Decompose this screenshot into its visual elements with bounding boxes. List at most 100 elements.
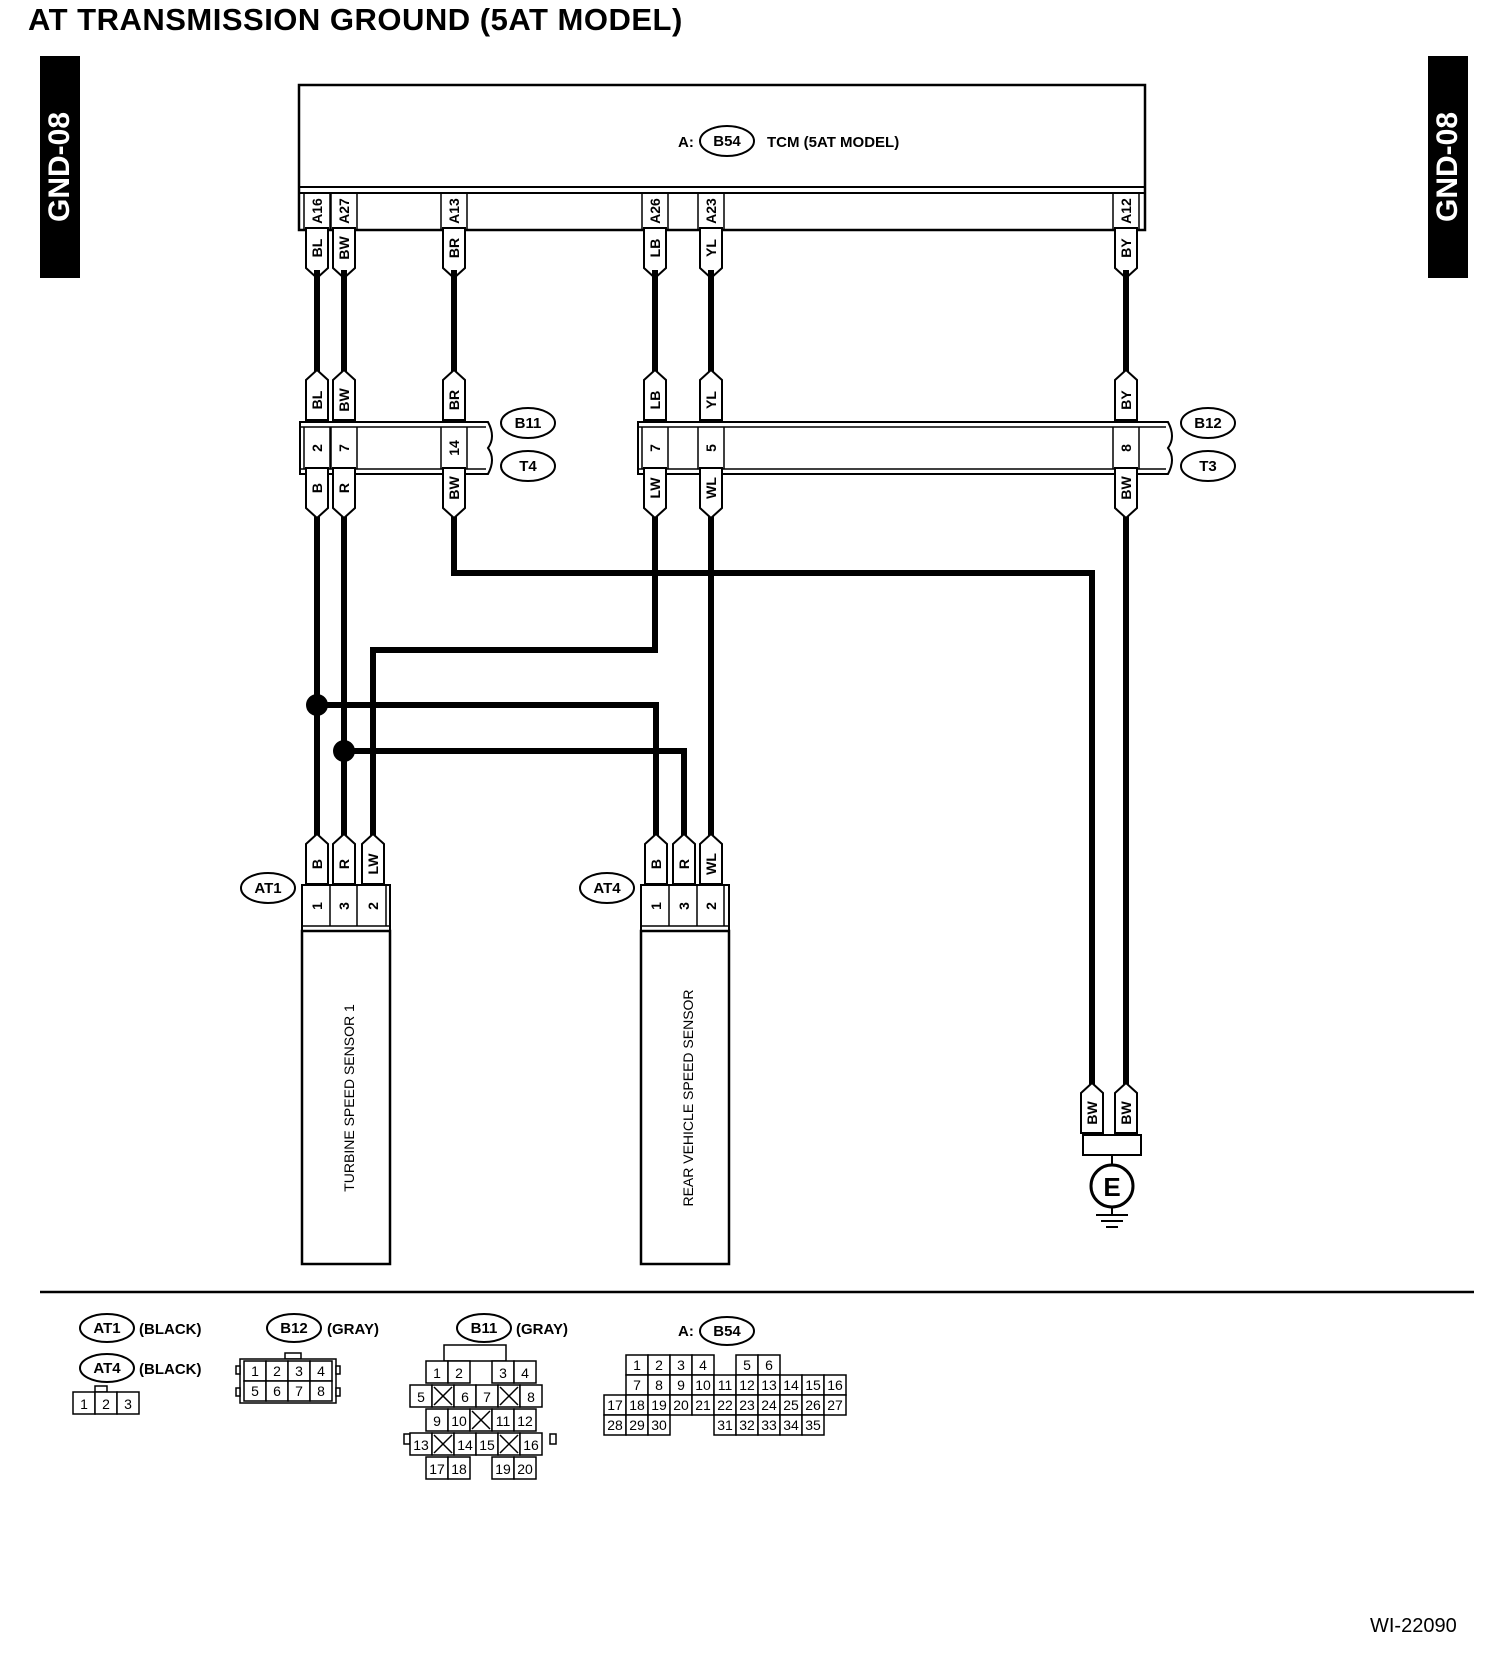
legend-b54: A: B54 xyxy=(678,1316,755,1346)
tcm-pin-a23: A23 xyxy=(703,198,719,224)
joint-right-pin-7: 7 xyxy=(647,444,663,452)
legend-b11-cell xyxy=(513,1360,537,1384)
wire-tag-right-below-lw: LW xyxy=(643,467,667,520)
legend-b11-cell xyxy=(513,1408,537,1432)
wire-tag-at1-lw: LW xyxy=(361,832,385,885)
legend-b11-pin: 1 xyxy=(433,1365,441,1381)
wire-tag-at1-r-text: R xyxy=(336,859,352,869)
legend-b54-pin: 7 xyxy=(633,1377,641,1393)
tcm-connector-oval xyxy=(699,125,755,157)
legend-b54-pin: 4 xyxy=(699,1357,707,1373)
wire-tag-top-br-text: BR xyxy=(446,238,462,258)
wire-tag-at1-b: B xyxy=(305,832,329,885)
wire-tag-left-below-b-text: B xyxy=(309,483,325,493)
wire-tag-at1-b-text: B xyxy=(309,859,325,869)
legend-b54-cell xyxy=(823,1394,847,1416)
legend-b11-pin: 5 xyxy=(417,1389,425,1405)
wire-tag-left-below-bw: BW xyxy=(442,467,466,520)
legend-at-pin: 2 xyxy=(102,1396,110,1412)
wire-tag-ground-2-text: BW xyxy=(1118,1101,1134,1125)
page-tab-right: GND-08 xyxy=(1428,56,1468,278)
page-tab-left: GND-08 xyxy=(40,56,80,278)
wire-tag-top-by-text: BY xyxy=(1118,238,1134,258)
splice-r xyxy=(333,740,355,762)
legend-b11-pin: 13 xyxy=(413,1437,429,1453)
wire-tag-at4-r-text: R xyxy=(676,859,692,869)
sensor-at1-pin-3: 3 xyxy=(336,902,352,910)
wire-tag-at1-r: R xyxy=(332,832,356,885)
legend-b11-pin: 2 xyxy=(455,1365,463,1381)
legend-b11-cell xyxy=(519,1432,543,1456)
wire-tag-ground-2: BW xyxy=(1114,1081,1138,1134)
legend-b11-pin: 9 xyxy=(433,1413,441,1429)
sensor-at4: AT4 REAR VEHICLE SPEED SENSOR xyxy=(579,872,731,1266)
wire-tag-top-lb-text: LB xyxy=(647,239,663,258)
legend-b54-pin: 10 xyxy=(695,1377,711,1393)
legend-b11-pin: 6 xyxy=(461,1389,469,1405)
sensor-at4-name: REAR VEHICLE SPEED SENSOR xyxy=(680,989,696,1206)
diagram-title: AT TRANSMISSION GROUND (5AT MODEL) xyxy=(28,2,683,37)
legend-b54-pin: 32 xyxy=(739,1417,755,1433)
legend-b12-pin: 7 xyxy=(295,1383,303,1399)
sensor-at4-pin-1: 1 xyxy=(648,902,664,910)
legend-b11-pin: 7 xyxy=(483,1389,491,1405)
legend-b11-cell xyxy=(447,1360,471,1384)
wire-tag-at4-b: B xyxy=(644,832,668,885)
wire-bw-ground-1 xyxy=(451,510,1095,1090)
legend-b54-pin: 27 xyxy=(827,1397,843,1413)
wire-tag-left-above-bl-text: BL xyxy=(309,390,325,409)
legend-b54-pin: 28 xyxy=(607,1417,623,1433)
legend-b11-color: (GRAY) xyxy=(516,1321,568,1338)
wire-b-at4 xyxy=(317,702,659,843)
tcm-connector-id: B54 xyxy=(713,133,741,150)
legend-at-pin: 3 xyxy=(124,1396,132,1412)
wire-tag-left-above-bw-text: BW xyxy=(336,388,352,412)
legend-b54-pin: 29 xyxy=(629,1417,645,1433)
wire-tag-right-above-by-text: BY xyxy=(1118,390,1134,410)
wire-tag-left-above-br-text: BR xyxy=(446,390,462,410)
legend-b12-pin: 6 xyxy=(273,1383,281,1399)
legend-b54-pin: 11 xyxy=(718,1377,733,1393)
sensor-at1-name: TURBINE SPEED SENSOR 1 xyxy=(341,1004,357,1192)
legend-b54-pin: 20 xyxy=(673,1397,689,1413)
legend-b11: B11 (GRAY) xyxy=(456,1313,568,1343)
legend-b54-pin: 35 xyxy=(805,1417,821,1433)
wire-tag-right-above-yl: YL xyxy=(699,368,723,421)
sensor-at4-pin-2: 2 xyxy=(703,902,719,910)
wire-tag-right-below-bw: BW xyxy=(1114,467,1138,520)
sensor-at1: AT1 TURBINE SPEED SENSOR 1 xyxy=(240,872,392,1266)
legend-b54-pin: 31 xyxy=(717,1417,733,1433)
wire-tag-at1-lw-text: LW xyxy=(365,853,381,875)
legend-b12-pin: 8 xyxy=(317,1383,325,1399)
legend-b54-pin: 23 xyxy=(739,1397,755,1413)
legend-b54-pin: 30 xyxy=(651,1417,667,1433)
wire-tag-at4-wl: WL xyxy=(699,832,723,885)
legend-b11-pin: 11 xyxy=(496,1413,511,1429)
wire-tag-top-yl: YL xyxy=(699,227,723,280)
wire-tag-at4-b-text: B xyxy=(648,859,664,869)
wire-tag-right-above-lb-text: LB xyxy=(647,391,663,410)
wire-tag-left-below-r: R xyxy=(332,467,356,520)
wire-tag-top-bl-text: BL xyxy=(309,238,325,257)
legend-b11-pin: 10 xyxy=(451,1413,467,1429)
wire-tag-right-below-wl: WL xyxy=(699,467,723,520)
legend-b11-cell xyxy=(519,1384,543,1408)
wire-tag-ground-1: BW xyxy=(1080,1081,1104,1134)
legend-b54-pin: 3 xyxy=(677,1357,685,1373)
tcm-pin-a26: A26 xyxy=(647,198,663,224)
legend-b12: B12 (GRAY) xyxy=(266,1313,379,1343)
legend-b12-cell xyxy=(309,1380,333,1402)
tcm-box: A: B54 TCM (5AT MODEL) xyxy=(297,83,1147,232)
legend-at-connectors: AT1 (BLACK) AT4 (BLACK) xyxy=(79,1313,201,1383)
sensor-at1-pin-1: 1 xyxy=(309,902,325,910)
legend-b12-pin: 3 xyxy=(295,1363,303,1379)
legend-b54-pin: 34 xyxy=(783,1417,799,1433)
wire-tag-right-below-lw-text: LW xyxy=(647,477,663,499)
ground-symbol: E xyxy=(1082,1134,1142,1228)
legend-b54-pin: 6 xyxy=(765,1357,773,1373)
legend-b11-pin: 15 xyxy=(479,1437,495,1453)
joint-connector-right: B12 T3 xyxy=(637,407,1236,482)
ground-label: E xyxy=(1103,1172,1120,1202)
legend-b12-pin: 1 xyxy=(251,1363,259,1379)
